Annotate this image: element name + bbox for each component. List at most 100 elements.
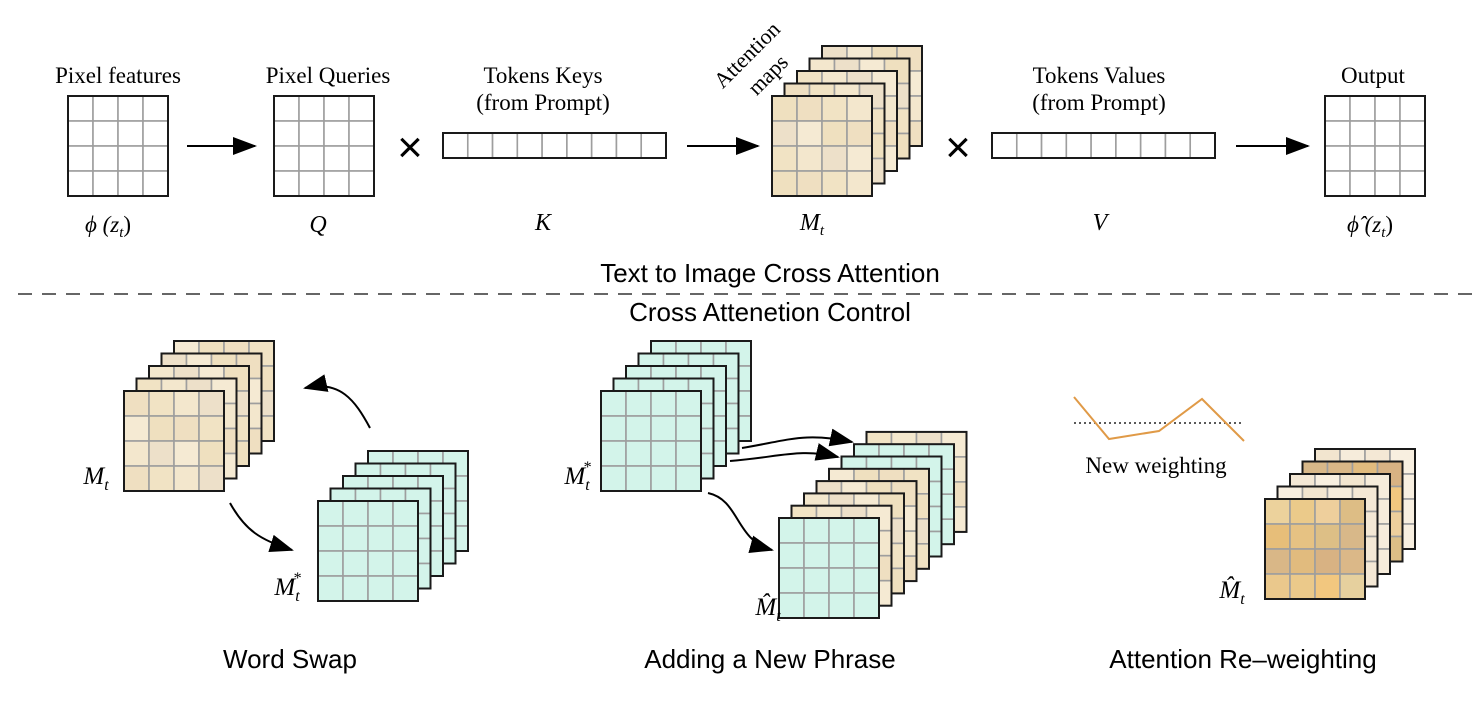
grid-border [273,95,375,197]
grid-cell [1349,170,1376,197]
grid-cell [148,465,175,492]
grid-cell [123,440,150,467]
grid-cell [148,415,175,442]
grid-cell [317,575,344,602]
grid-cell [1399,170,1426,197]
grid-cell [803,542,830,569]
grid-cell [117,95,144,122]
grid-cell [92,120,119,147]
reweighted-map-layer [1264,498,1366,600]
grid-border [1264,498,1366,600]
grid-cell [771,145,798,172]
grid-cell [298,170,325,197]
grid-cell [803,567,830,594]
top-section: Pixel features ϕ (zt) Pixel Queries Q × … [55,16,1426,241]
token-cell [615,132,643,159]
grid-cell [348,95,375,122]
grid-cell [803,592,830,619]
grid-cell [1399,95,1426,122]
grid-cell [600,390,627,417]
adding-phrase-arrow-1 [741,428,854,449]
grid-cell [92,145,119,172]
token-cell [991,132,1018,159]
grid-cell [778,517,805,544]
grid-cell [675,465,702,492]
attention-maps-stack [771,45,923,197]
grid-cell [367,575,394,602]
grid-cell [198,465,225,492]
grid-border [1324,95,1426,197]
pixel-queries-label: Pixel Queries [266,63,391,88]
token-cell [1090,132,1117,159]
grid-cell [148,390,175,417]
grid-cell [1374,120,1401,147]
grid-cell [273,120,300,147]
grid-cell [148,440,175,467]
token-cell [442,132,469,159]
grid-cell [273,95,300,122]
grid-cell [650,390,677,417]
token-cell [516,132,543,159]
grid-cell [625,415,652,442]
output-grid [1324,95,1426,197]
grid-cell [1374,170,1401,197]
grid-cell [1289,548,1316,575]
bar-border [442,132,667,159]
grid-cell [1399,145,1426,172]
adding-phrase-label-mt-star: Mt* [563,459,591,494]
attention-map-layer [600,390,702,492]
token-values-symbol: V [1093,210,1110,236]
grid-cell [117,145,144,172]
new-weighting-label: New weighting [1085,453,1227,478]
re-weighting-caption: Attention Re–weighting [1109,644,1376,674]
grid-cell [846,95,873,122]
grid-cell [846,170,873,197]
token-cell [491,132,519,159]
adding-phrase-arrow-3 [707,492,774,553]
adding-phrase-panel: Mt* M̂t Adding a New Phrase [563,340,968,674]
grid-border [771,95,873,197]
grid-cell [1374,145,1401,172]
token-keys-label-line2: (from Prompt) [476,90,610,115]
token-cell [1040,132,1068,159]
grid-cell [778,592,805,619]
grid-cell [92,95,119,122]
grid-cell [367,525,394,552]
grid-cell [821,120,848,147]
grid-border [67,95,169,197]
bar-border [991,132,1216,159]
grid-cell [1374,95,1401,122]
grid-cell [796,95,823,122]
token-cell [1189,132,1216,159]
pixel-features-grid [67,95,169,197]
grid-cell [392,575,419,602]
token-cell [640,132,667,159]
grid-cell [1264,498,1291,525]
grid-cell [117,170,144,197]
multiply-operator-1: × [397,123,423,172]
new-weighting-line [1073,396,1245,442]
grid-cell [803,517,830,544]
grid-cell [1264,548,1291,575]
grid-cell [392,500,419,527]
token-keys-bar [442,132,667,159]
grid-cell [1314,548,1341,575]
grid-cell [778,567,805,594]
grid-cell [1399,120,1426,147]
grid-cell [828,542,855,569]
grid-cell [392,550,419,577]
grid-cell [675,390,702,417]
grid-cell [796,145,823,172]
attention-map-layer [317,500,419,602]
word-swap-arrow-down [229,502,294,553]
word-swap-panel: Mt Mt* Word Swap [82,340,469,674]
grid-cell [1349,120,1376,147]
output-label: Output [1341,63,1406,88]
grid-cell [1339,498,1366,525]
adding-phrase-caption: Adding a New Phrase [644,644,895,674]
grid-cell [650,415,677,442]
grid-cell [821,145,848,172]
pixel-queries-symbol: Q [309,212,326,238]
grid-cell [123,465,150,492]
token-values-label-line1: Tokens Values [1033,63,1166,88]
